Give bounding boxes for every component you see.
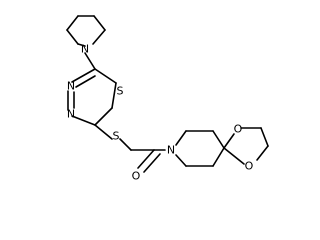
atom-n-pyrrolidine: N <box>81 43 89 56</box>
atom-o-dioxolane-1: O <box>234 123 243 136</box>
bond <box>175 154 187 167</box>
atom-s-thiadiazole: S <box>117 85 124 98</box>
bond <box>260 127 269 147</box>
bond <box>71 68 96 83</box>
bond <box>223 147 245 165</box>
bond <box>94 68 117 84</box>
atom-n-amide: N <box>167 144 175 157</box>
atom-o-dioxolane-2: O <box>245 160 254 173</box>
bond <box>111 82 117 109</box>
bond <box>175 130 187 146</box>
molecule-canvas: N S N N S O N O O <box>66 15 269 183</box>
bond <box>94 107 113 126</box>
bond-carbonyl-2 <box>143 153 161 173</box>
bond <box>256 145 269 161</box>
pyrrolidine-ring <box>66 15 106 47</box>
bond <box>75 75 96 88</box>
bond <box>93 15 106 31</box>
atom-n-thiadiazole-2: N <box>67 108 75 121</box>
atom-labels: N S N N S O N O O <box>67 43 254 183</box>
bond <box>77 43 86 47</box>
thiadiazole-ring <box>67 68 117 126</box>
dioxolane-ring <box>223 127 269 165</box>
bond <box>92 29 106 45</box>
bond-c-to-s <box>94 124 113 140</box>
bond <box>223 133 235 149</box>
bond <box>212 130 225 149</box>
bond <box>212 147 225 167</box>
bond-carbonyl-1 <box>137 149 155 169</box>
molecule-structure: N S N N S O N O O <box>66 15 269 183</box>
atom-o-carbonyl: O <box>132 170 141 183</box>
piperidine-ring <box>175 130 225 167</box>
atom-s-thioether: S <box>113 130 120 143</box>
bond <box>71 115 96 126</box>
bond <box>66 15 79 31</box>
bond-s-to-ch2 <box>119 138 132 151</box>
bond <box>66 29 79 45</box>
atom-n-thiadiazole-1: N <box>67 80 75 93</box>
bond-n-to-thiadiazole <box>84 52 96 70</box>
